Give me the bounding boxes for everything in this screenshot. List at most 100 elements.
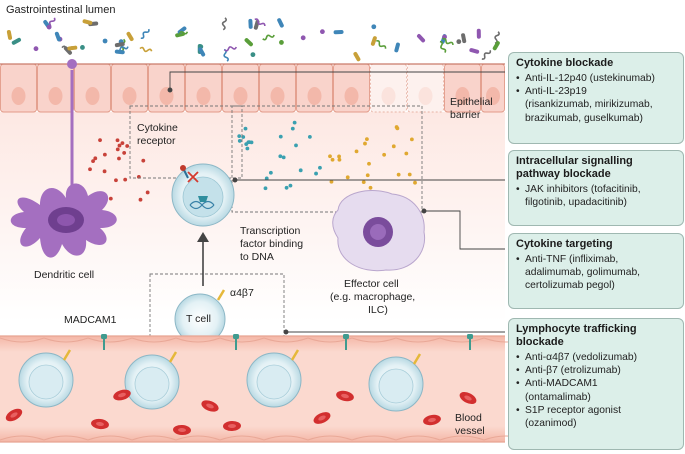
cytokine-dot [396,172,401,177]
cytokine-dot [294,143,298,148]
circulating-cells [5,349,477,436]
cytokine-dot [365,173,370,178]
endothelial-cell [307,435,353,441]
cytokine-dot [318,165,322,170]
box-title: Cytokine targeting [516,238,613,250]
microbe [80,45,85,50]
cytokine-dot [264,176,269,181]
list-item: JAK inhibitors (tofacitinib,filgotinib, … [516,183,676,209]
activated-t-cell [171,163,235,227]
cytokine-dot [284,185,289,190]
lumen-label: Gastrointestinal lumen [6,4,115,16]
a4b7-integrin [290,349,300,361]
red-blood-cell-center [96,421,104,427]
cytokine-dot [93,156,98,161]
endothelial-cell [439,435,485,441]
microbe [300,35,306,41]
microbe [319,29,325,35]
endothelial-cell [43,337,89,343]
microbe [126,31,134,42]
endothelial-cell [87,435,133,441]
epithelial-nucleus [307,87,322,105]
lymphocyte-nucleus [256,364,292,400]
microbe [461,33,467,44]
cytokine-dot [145,190,150,195]
epithelial-nucleus [486,87,500,105]
cytokine-receptor-label-1: Cytokine [137,122,178,134]
list-item: Anti-TNF (infliximab,adalimumab, golimum… [516,253,676,293]
t-cell-label: T cell [186,313,211,325]
epithelial-nucleus [455,87,470,105]
endothelial-cell [439,337,485,343]
list-item: Anti-MADCAM1(ontamalimab) [516,377,676,403]
red-blood-cell-center [464,395,472,401]
epithelial-nucleus [270,87,285,105]
endothelial-cell [351,337,397,343]
list-item: Anti-IL-12p40 (ustekinumab) [516,72,676,85]
transcription-label-3: to DNA [240,251,274,263]
microbe [115,46,129,52]
cytokine-receptor-label-2: receptor [137,135,176,147]
red-blood-cell-center [10,412,18,418]
microbe [102,38,108,44]
transcription-label-1: Transcription [240,225,300,237]
cytokine-dot [278,134,283,139]
microbe [416,34,426,43]
endothelial-cell [307,337,353,343]
cytokine-dot [363,141,367,146]
microbe [279,40,284,45]
cytokine-dot [365,137,369,141]
cytokine-dot [249,140,254,145]
cytokine-dot [120,141,125,146]
endothelial-cell [395,435,441,441]
microbe [442,37,454,45]
microbe [476,28,481,39]
endothelial-cell [175,435,221,441]
microbe [333,29,344,35]
microbe [353,52,361,62]
microbe [224,46,238,52]
cytokine-dot [268,170,273,175]
endothelial-cell [131,337,177,343]
cytokine-blockade-box: Cytokine blockade Anti-IL-12p40 (ustekin… [508,52,684,144]
cytokine-dot [367,161,371,166]
cytokine-dot [329,179,334,184]
red-blood-cell-center [118,392,126,398]
cytokine-dot [108,196,113,201]
effector-cell [332,190,426,272]
madcam1-receptor-head [233,334,239,339]
microbe [492,41,500,51]
microbe [262,34,275,41]
box-title: Cytokine blockade [516,57,614,69]
microbe [54,31,61,42]
cytokine-dot [115,138,120,143]
microbe [6,30,13,40]
microbe [67,45,78,51]
effector-cell-label-1: Effector cell [344,278,399,290]
microbe [244,38,253,47]
red-blood-cell-center [341,393,349,399]
madcam1-receptor-head [343,334,349,339]
madcam1-receptor-head [467,334,473,339]
cytokine-dot [246,140,251,145]
cytokine-dot [102,169,107,174]
vessel-label: vessel [455,425,485,437]
endothelial-cell [351,435,397,441]
barrier-label: barrier [450,109,481,121]
microbe [33,46,39,52]
cytokine-dot [278,154,283,159]
red-blood-cell-center [318,415,326,421]
effector-zone-box [231,105,423,213]
effector-cell-label-3: ILC) [368,304,388,316]
red-blood-cell-center [178,427,186,433]
cytokine-dot [117,143,122,148]
cytokine-dot [337,157,342,162]
cytokine-dot [281,155,286,160]
endothelial-cell [0,435,45,441]
microbe [46,24,52,30]
cytokine-dot [407,172,412,177]
microbe [139,46,153,53]
